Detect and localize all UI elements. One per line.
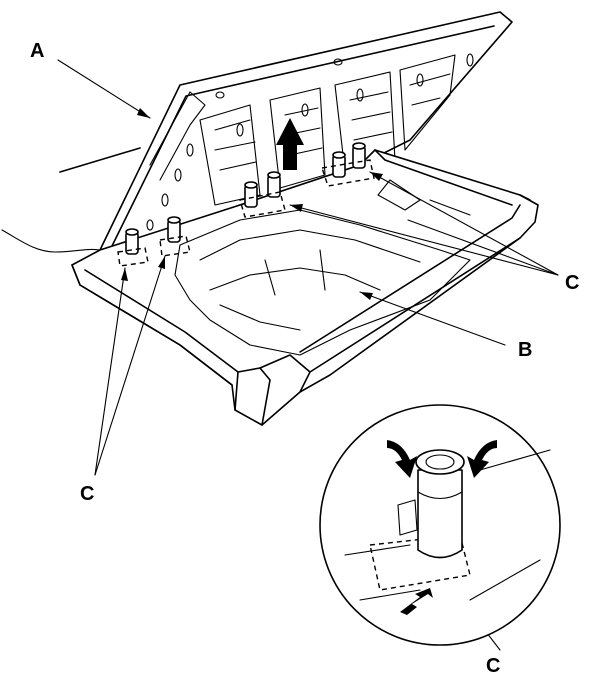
- bolt-stud: [244, 181, 258, 208]
- seat-back-panel: [99, 11, 513, 251]
- detail-magnified-view: [319, 404, 561, 646]
- bolt-stud: [321, 142, 375, 187]
- callout-label-b: B: [518, 339, 532, 361]
- pull-direction-arrow-icon: [400, 588, 433, 615]
- wire-harness: [1, 229, 101, 253]
- rotate-right-arrow-icon: [467, 440, 497, 478]
- callout-label-c-detail: C: [486, 655, 500, 677]
- bolt-stud: [332, 151, 346, 178]
- callout-label-c-right: C: [565, 272, 579, 294]
- lift-arrow-icon: [276, 118, 304, 170]
- bolt-stud: [159, 216, 191, 257]
- bolt-stud-group: [117, 142, 375, 267]
- rotate-left-arrow-icon: [387, 440, 417, 478]
- pointer-line: [59, 147, 141, 173]
- bolt-stud: [117, 228, 149, 267]
- bolt-stud: [239, 171, 286, 218]
- callout-label-a: A: [30, 40, 44, 62]
- callout-label-c-left: C: [80, 483, 94, 505]
- leader-lines: [57, 59, 559, 651]
